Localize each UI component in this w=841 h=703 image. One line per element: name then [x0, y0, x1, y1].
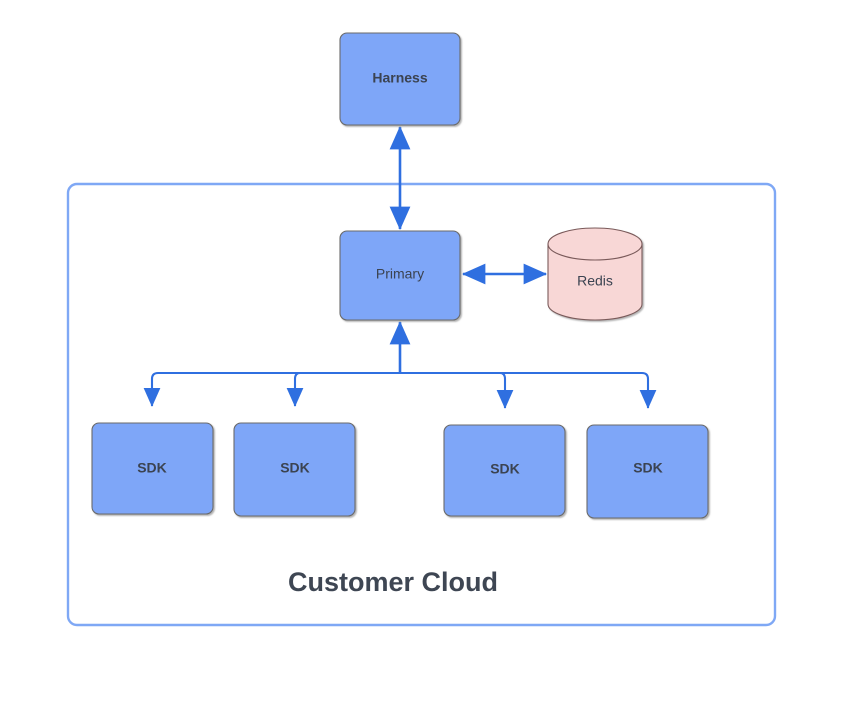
- node-harness[interactable]: Harness: [339, 32, 461, 126]
- edge-bus-sdk-4: [400, 371, 657, 409]
- node-sdk-2[interactable]: SDK: [233, 422, 356, 517]
- node-harness-shape: [339, 32, 461, 126]
- node-sdk-2-shape: [233, 422, 356, 517]
- node-sdk-2-label: SDK: [280, 460, 310, 476]
- customer-cloud-title: Customer Cloud: [288, 567, 498, 597]
- node-redis[interactable]: [547, 227, 643, 321]
- node-sdk-1-shape: [91, 422, 214, 515]
- node-primary-shape: [339, 230, 461, 321]
- node-sdk-1[interactable]: SDK: [91, 422, 214, 515]
- node-redis-label: Redis: [577, 273, 613, 289]
- edge-bus-sdk-2: [286, 371, 400, 407]
- node-sdk-3-shape: [443, 424, 566, 517]
- node-primary[interactable]: Primary: [339, 230, 461, 321]
- node-sdk-3[interactable]: SDK: [443, 424, 566, 517]
- node-redis-body: [547, 243, 643, 321]
- node-harness-label: Harness: [372, 70, 427, 86]
- node-sdk-1-label: SDK: [137, 460, 167, 476]
- node-sdk-3-label: SDK: [490, 461, 520, 477]
- node-redis-top: [547, 227, 643, 261]
- edge-bus-sdk-1: [143, 371, 400, 407]
- node-sdk-4[interactable]: SDK: [586, 424, 709, 519]
- node-primary-label: Primary: [376, 266, 424, 282]
- customer-cloud-container: [66, 182, 777, 627]
- edge-bus-sdk-3: [400, 371, 514, 409]
- node-sdk-4-shape: [586, 424, 709, 519]
- node-sdk-4-label: SDK: [633, 460, 663, 476]
